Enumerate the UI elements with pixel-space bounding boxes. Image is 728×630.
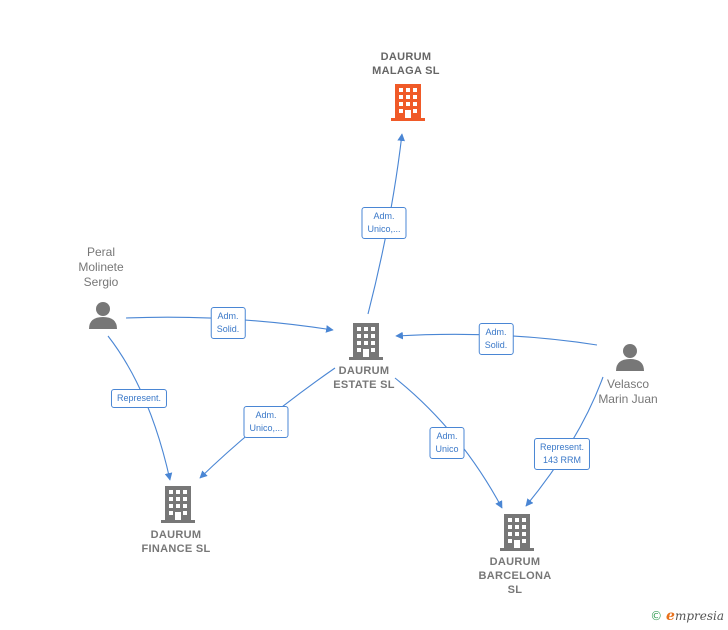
- empresia-logo-initial: e: [666, 608, 675, 624]
- node-daurum-malaga-label[interactable]: DAURUM MALAGA SL: [372, 50, 440, 78]
- edge-label-line: Solid.: [216, 324, 240, 334]
- node-label-line: BARCELONA: [478, 570, 552, 582]
- node-label-line: DAURUM: [489, 556, 541, 568]
- edge-peral-finance: [107, 335, 173, 481]
- node-label-line: ESTATE SL: [333, 379, 395, 391]
- node-label-line: MALAGA SL: [372, 65, 440, 77]
- person-icon[interactable]: [615, 342, 645, 372]
- edge-label-line: Adm.: [217, 311, 239, 321]
- node-label-line: Peral: [86, 245, 116, 259]
- node-daurum-estate-label[interactable]: DAURUM ESTATE SL: [333, 364, 395, 392]
- edge-label-estate-barcelona[interactable]: Adm. Unico: [429, 427, 465, 459]
- edge-label-line: Solid.: [484, 340, 508, 350]
- edge-label-line: 143 RRM: [542, 455, 581, 465]
- edge-label-estate-finance[interactable]: Adm. Unico,...: [243, 406, 289, 438]
- building-icon[interactable]: [349, 323, 383, 361]
- edge-label-line: Unico,...: [249, 423, 283, 433]
- edge-label-line: Unico: [435, 444, 459, 454]
- node-label-line: SL: [507, 584, 523, 596]
- edge-label-peral-estate[interactable]: Adm. Solid.: [210, 307, 246, 339]
- node-label-line: DAURUM: [338, 365, 390, 377]
- node-daurum-barcelona-label[interactable]: DAURUM BARCELONA SL: [479, 555, 552, 597]
- node-peral-label[interactable]: Peral Molinete Sergio: [78, 245, 123, 290]
- node-label-line: Sergio: [83, 275, 119, 289]
- copyright-icon: ©: [650, 609, 663, 623]
- edge-label-line: Represent.: [116, 393, 162, 403]
- edge-label-line: Adm.: [436, 431, 458, 441]
- edge-label-line: Adm.: [485, 327, 507, 337]
- building-icon[interactable]: [161, 486, 195, 524]
- node-daurum-finance-label[interactable]: DAURUM FINANCE SL: [142, 528, 211, 556]
- node-label-line: DAURUM: [150, 529, 202, 541]
- node-label-line: Marin Juan: [598, 392, 658, 406]
- edge-label-line: Represent.: [539, 442, 585, 452]
- empresia-logo-text: mpresia: [674, 609, 724, 623]
- edge-label-peral-finance[interactable]: Represent.: [110, 389, 168, 408]
- edge-label-line: Unico,...: [367, 224, 401, 234]
- node-label-line: Molinete: [78, 260, 124, 274]
- node-label-line: FINANCE SL: [141, 543, 211, 555]
- person-icon[interactable]: [88, 300, 118, 330]
- empresia-credit: © empresia: [650, 608, 724, 624]
- node-label-line: Velasco: [606, 377, 650, 391]
- edge-label-velasco-estate[interactable]: Adm. Solid.: [478, 323, 514, 355]
- building-icon[interactable]: [500, 514, 534, 552]
- node-velasco-label[interactable]: Velasco Marin Juan: [598, 377, 657, 407]
- edge-label-estate-malaga[interactable]: Adm. Unico,...: [361, 207, 407, 239]
- building-icon[interactable]: [391, 84, 425, 122]
- edge-label-velasco-barcelona[interactable]: Represent. 143 RRM: [533, 438, 591, 470]
- node-label-line: DAURUM: [380, 51, 432, 63]
- edge-label-line: Adm.: [255, 410, 277, 420]
- edge-label-line: Adm.: [373, 211, 395, 221]
